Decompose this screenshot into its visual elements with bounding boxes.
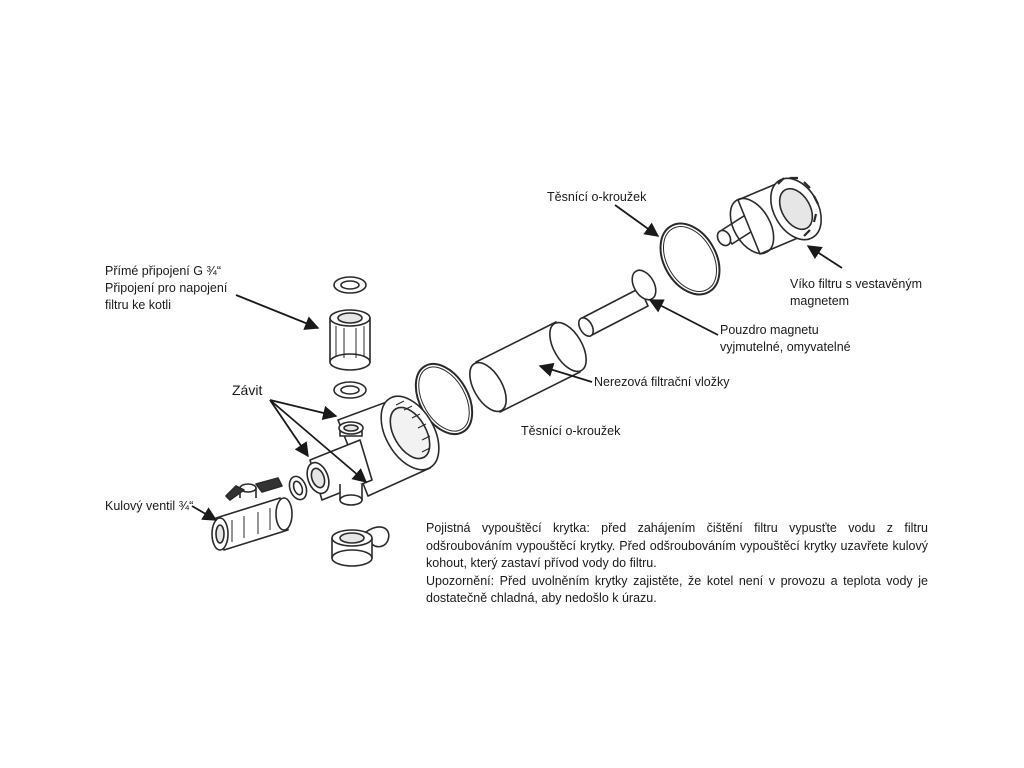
label-pouzdro-line1: Pouzdro magnetu bbox=[720, 323, 819, 337]
arrow-zavit-1 bbox=[269, 399, 338, 420]
union-nut bbox=[329, 309, 371, 371]
arrow-viko bbox=[806, 245, 843, 269]
label-pouzdro-line2: vyjmutelné, omyvatelné bbox=[720, 340, 851, 354]
label-tesnici-bottom: Těsnící o-kroužek bbox=[521, 424, 621, 438]
filter-lid-with-magnet bbox=[716, 176, 823, 255]
upper-o-ring bbox=[659, 222, 721, 296]
label-prime-line2: Připojení pro napojení bbox=[105, 281, 228, 295]
arrow-kulovy bbox=[191, 505, 218, 521]
ball-valve bbox=[211, 477, 293, 551]
note-paragraph-1: Pojistná vypouštěcí krytka: před zahájen… bbox=[426, 521, 928, 570]
arrow-tesnici-top bbox=[614, 204, 660, 237]
note-paragraph-2: Upozornění: Před uvolněním krytky zajist… bbox=[426, 573, 928, 606]
arrow-nerez bbox=[538, 362, 593, 383]
arrow-zavit-3 bbox=[269, 399, 368, 483]
stainless-filter-insert bbox=[469, 321, 587, 413]
label-prime-line3: filtru ke kotli bbox=[105, 298, 171, 312]
arrow-prime bbox=[235, 294, 320, 330]
arrow-zavit-2 bbox=[269, 399, 309, 458]
label-viko-line1: Víko filtru s vestavěným bbox=[790, 277, 922, 291]
label-kulovy: Kulový ventil ¾“ bbox=[105, 499, 194, 513]
label-prime-line1: Přímé připojení G ¾“ bbox=[105, 264, 222, 278]
label-viko-line2: magnetem bbox=[790, 294, 850, 308]
magnet-sleeve bbox=[577, 269, 657, 337]
drain-cap bbox=[331, 526, 390, 567]
label-nerez: Nerezová filtrační vložky bbox=[594, 375, 730, 389]
arrow-pouzdro bbox=[648, 299, 719, 336]
label-tesnici-top: Těsnící o-kroužek bbox=[547, 190, 647, 204]
label-zavit: Závit bbox=[232, 382, 263, 398]
filter-body bbox=[306, 395, 440, 506]
drain-cap-note: Pojistná vypouštěcí krytka: před zahájen… bbox=[426, 520, 928, 608]
